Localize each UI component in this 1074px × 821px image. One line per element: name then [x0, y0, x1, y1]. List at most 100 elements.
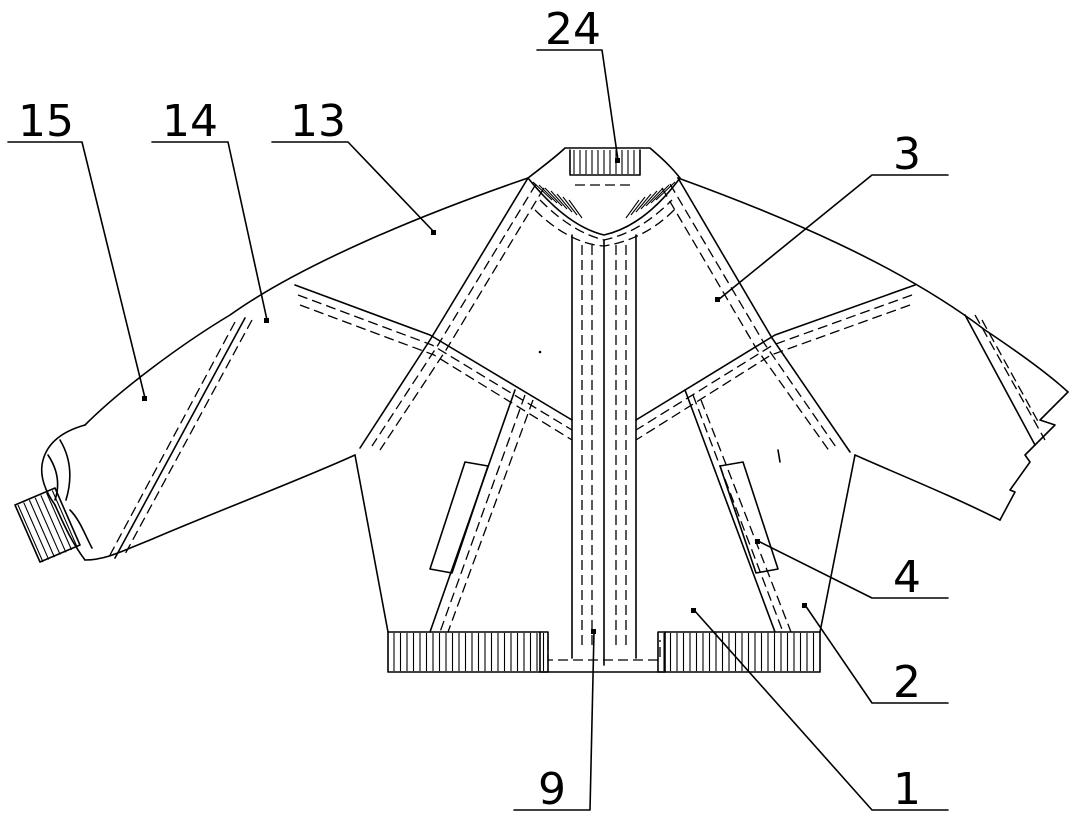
- right-raglan-stitch-b: [661, 187, 831, 453]
- left-sleeve-gather-top: [40, 424, 86, 506]
- cuff-rib-line: [17, 504, 44, 563]
- collar-rib-line: [645, 187, 664, 207]
- anchor-13: [431, 230, 436, 235]
- collar-rib-line: [556, 193, 573, 213]
- mark-dot: [538, 350, 542, 354]
- cuff-rib-line: [51, 490, 78, 548]
- left-sleeve-stitch-a: [109, 321, 236, 556]
- right-chest-stitch-a: [635, 294, 913, 431]
- right-sleeve-stitch-b: [981, 319, 1041, 426]
- right-raglan-stitch-a: [669, 183, 839, 451]
- right-chest-seam: [635, 284, 916, 421]
- right-sleeve: [854, 314, 1069, 521]
- anchor-1: [691, 608, 696, 613]
- left-sleeve-top: [84, 177, 529, 426]
- collar-neckline: [527, 177, 681, 236]
- right-sleeve-cut-edge: [999, 391, 1069, 521]
- left-chest-seam: [294, 284, 573, 421]
- front-panel-seams: [294, 177, 916, 633]
- right-front-stitch-a: [692, 394, 784, 633]
- leader-3: [717, 174, 949, 301]
- collar-rib-line: [635, 193, 652, 213]
- anchor-9: [591, 629, 596, 634]
- left-gather-folds: [47, 439, 93, 549]
- center-placket: [571, 234, 637, 666]
- label-14: 14: [162, 96, 218, 147]
- left-raglan-stitch-a: [371, 183, 537, 447]
- left-front-stitch-a: [439, 394, 526, 633]
- label-13: 13: [290, 96, 346, 147]
- right-side-seam: [819, 454, 856, 633]
- left-sleeve: [14, 317, 356, 563]
- collar-rib-line: [544, 187, 563, 207]
- left-front-stitch-b: [447, 399, 534, 633]
- collar-rib-line: [568, 199, 583, 219]
- jacket-body: [84, 177, 1069, 633]
- right-sleeve-top: [677, 177, 1069, 393]
- label-3: 3: [893, 129, 921, 180]
- left-sleeve-stitch-b: [123, 319, 253, 557]
- cuff-rib-line: [23, 502, 50, 560]
- left-raglan-seam: [359, 177, 529, 449]
- collar-rib-line: [625, 199, 640, 219]
- cuff-rib-line: [40, 495, 67, 553]
- left-sleeve-seam: [114, 317, 246, 559]
- right-front-stitch-b: [700, 399, 792, 633]
- hem-center: [539, 631, 666, 673]
- collar-band: [569, 149, 641, 176]
- collar-rib-line: [562, 196, 578, 216]
- anchor-15: [142, 396, 147, 401]
- collar-ribbing: [532, 150, 676, 219]
- collar-rib-line: [655, 181, 676, 201]
- right-chest-stitch-b: [635, 304, 911, 441]
- leader-13: [271, 141, 435, 233]
- label-15: 15: [18, 96, 74, 147]
- mark-tick: [777, 449, 781, 463]
- leader-14: [151, 141, 268, 321]
- label-2: 2: [893, 657, 921, 708]
- leader-1: [693, 609, 949, 811]
- pockets: [429, 461, 779, 574]
- collar: [527, 147, 681, 247]
- leader-2: [804, 604, 949, 704]
- label-24: 24: [545, 4, 601, 55]
- cuff-rib-line: [34, 497, 61, 555]
- right-pocket: [719, 461, 779, 574]
- right-sleeve-under: [854, 454, 1001, 521]
- anchor-4: [755, 539, 760, 544]
- right-raglan-seam: [677, 177, 851, 453]
- left-pocket: [429, 461, 489, 574]
- collar-rib-line: [640, 190, 658, 210]
- callouts: 24 15 14 13 3 4 2 1 9: [7, 4, 949, 815]
- left-chest-stitch-a: [297, 294, 573, 431]
- leader-15: [7, 141, 146, 399]
- label-9: 9: [538, 764, 566, 815]
- marks: [538, 350, 781, 463]
- collar-rib-line: [538, 184, 558, 204]
- left-sleeve-under: [84, 454, 356, 561]
- anchor-3: [715, 297, 720, 302]
- left-sleeve-gather-bottom: [54, 504, 86, 561]
- leader-4: [757, 540, 949, 599]
- cuff-rib-line: [46, 492, 73, 551]
- left-side-seam: [354, 454, 389, 633]
- cuff-rib-line: [28, 499, 55, 558]
- hem-right: [657, 631, 821, 673]
- anchor-24: [615, 158, 620, 163]
- leader-9: [513, 631, 595, 811]
- left-cuff: [14, 487, 81, 563]
- left-cuff-ribbing: [17, 490, 78, 563]
- left-raglan-stitch-b: [379, 187, 545, 451]
- label-4: 4: [893, 552, 921, 603]
- collar-rib-line: [630, 196, 646, 216]
- collar-rib-line: [550, 190, 568, 210]
- collar-outer: [527, 147, 681, 179]
- anchor-2: [802, 603, 807, 608]
- right-sleeve-stitch-a: [974, 314, 1046, 441]
- left-chest-stitch-b: [299, 304, 573, 441]
- hem-center-stitch: [547, 640, 661, 661]
- collar-rib-line: [650, 184, 670, 204]
- right-front-seam: [684, 389, 776, 633]
